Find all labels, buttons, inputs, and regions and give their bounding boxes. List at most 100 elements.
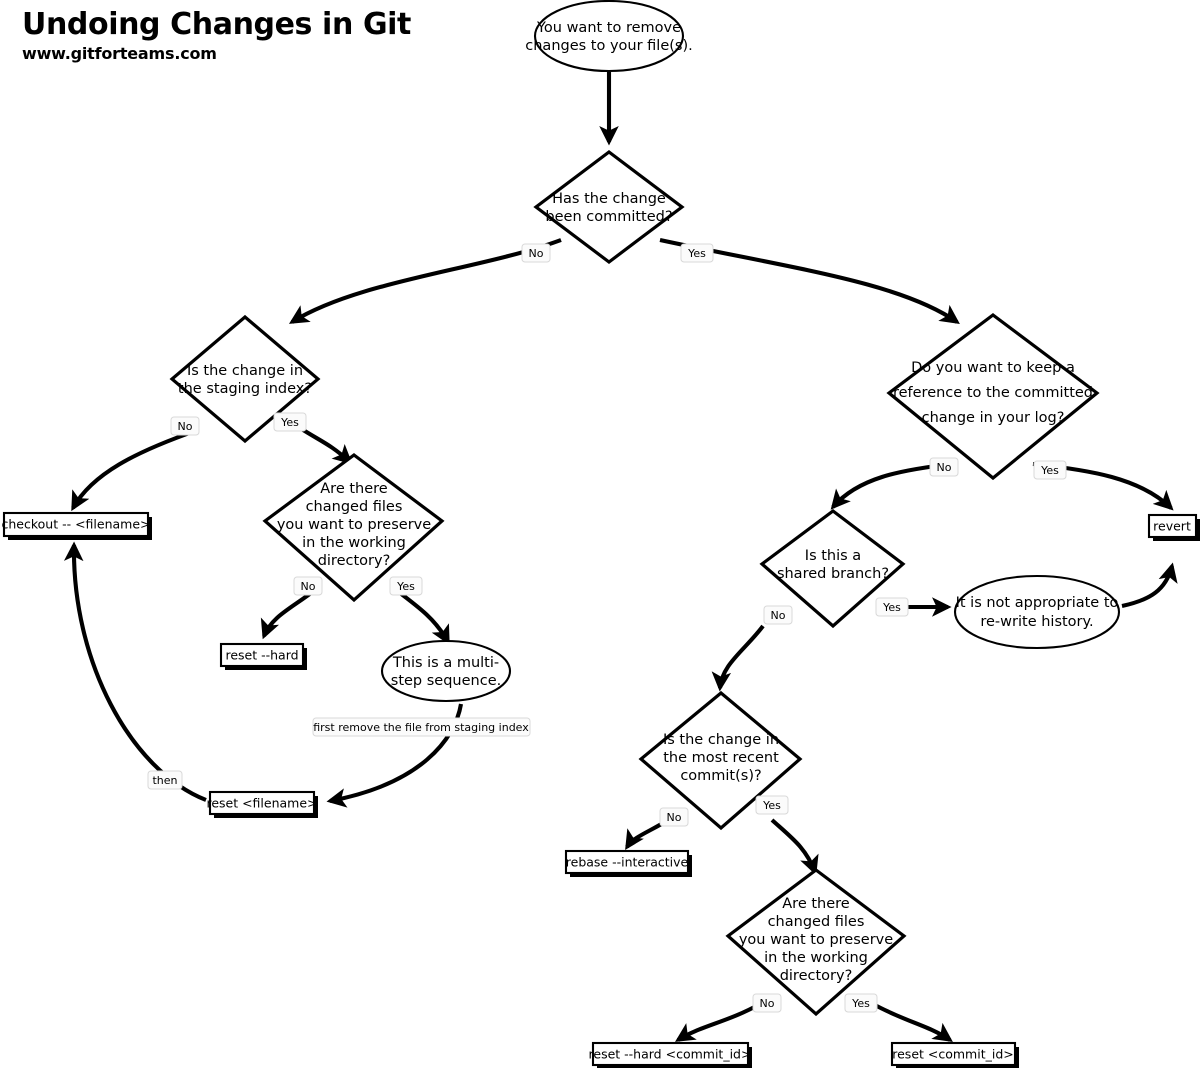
edge-multistep-to-reset-filename xyxy=(326,703,464,808)
node-preserve-right-line2: changed files xyxy=(768,914,865,930)
edge-label-preserve-left-yes: Yes xyxy=(389,576,423,596)
node-preserve-working-dir-left[interactable]: Are there changed files you want to pres… xyxy=(262,453,445,603)
edge-label-preserve-right-no: No xyxy=(752,993,782,1013)
node-multi-step-sequence[interactable]: This is a multi- step sequence. xyxy=(380,639,512,703)
node-is-shared-branch[interactable]: Is this a shared branch? xyxy=(759,508,906,629)
node-checkout-text: checkout -- <filename> xyxy=(1,517,150,532)
node-preserve-right-line3: you want to preserve xyxy=(739,932,893,948)
node-recent-line1: Is the change in xyxy=(663,732,779,748)
page-subtitle-url: www.gitforteams.com xyxy=(22,43,217,63)
node-recent-line2: the most recent xyxy=(663,750,779,766)
node-cmd-rebase-interactive[interactable]: rebase --interactive xyxy=(564,849,692,877)
edge-label-shared-yes-text: Yes xyxy=(882,601,901,614)
edge-label-keepref-no-text: No xyxy=(937,461,952,474)
edge-label-preserve-left-yes-text: Yes xyxy=(396,580,415,593)
edge-label-staging-yes: Yes xyxy=(273,412,307,432)
edge-label-first-remove-from-staging: first remove the file from staging index xyxy=(312,717,531,737)
node-preserve-working-dir-right[interactable]: Are there changed files you want to pres… xyxy=(725,868,907,1017)
edge-label-shared-no-text: No xyxy=(771,609,786,622)
page-title: Undoing Changes in Git xyxy=(22,7,411,42)
node-preserve-left-line5: directory? xyxy=(318,553,391,569)
edge-label-shared-no: No xyxy=(763,605,793,625)
edge-label-then: then xyxy=(147,770,183,790)
node-keepref-line3: change in your log? xyxy=(922,410,1065,426)
node-multistep-line1: This is a multi- xyxy=(392,655,499,671)
node-revert-text: revert xyxy=(1153,519,1191,534)
node-staging-line2: the staging index? xyxy=(178,381,312,397)
node-start[interactable]: You want to remove changes to your file(… xyxy=(525,0,693,73)
node-committed-line2: been committed? xyxy=(545,209,672,225)
node-rewrite-line1: It is not appropriate to xyxy=(956,595,1119,611)
edge-preserve-right-no xyxy=(675,1002,762,1042)
edge-label-preserve-right-yes: Yes xyxy=(844,993,878,1013)
edge-label-committed-no-text: No xyxy=(529,247,544,260)
edge-label-recent-no: No xyxy=(659,807,689,827)
edge-label-keepref-yes: Yes xyxy=(1033,460,1067,480)
node-has-change-been-committed[interactable]: Has the change been committed? xyxy=(533,149,685,265)
node-reset-hard-commit-text: reset --hard <commit_id> xyxy=(589,1047,752,1062)
edge-shared-no xyxy=(711,624,765,692)
edge-staging-no xyxy=(71,428,199,512)
edge-label-recent-yes: Yes xyxy=(755,795,789,815)
node-cmd-reset-filename[interactable]: reset <filename> xyxy=(206,790,318,818)
edge-label-committed-yes: Yes xyxy=(680,243,714,263)
node-cmd-revert[interactable]: revert xyxy=(1147,513,1200,541)
node-staging-line1: Is the change in xyxy=(187,363,303,379)
node-keepref-line1: Do you want to keep a xyxy=(911,360,1075,376)
node-start-line2: changes to your file(s). xyxy=(525,38,692,54)
edge-preserve-left-yes xyxy=(394,588,450,646)
edge-label-staging-yes-text: Yes xyxy=(280,416,299,429)
node-is-change-in-staging-index[interactable]: Is the change in the staging index? xyxy=(169,314,321,444)
node-reset-commit-text: reset <commit_id> xyxy=(892,1047,1013,1062)
node-preserve-right-line4: in the working xyxy=(764,950,868,966)
node-preserve-right-line5: directory? xyxy=(780,968,853,984)
node-multistep-line2: step sequence. xyxy=(391,673,501,689)
edge-label-recent-no-text: No xyxy=(667,811,682,824)
node-preserve-left-line2: changed files xyxy=(306,499,403,515)
edge-label-staging-no: No xyxy=(170,416,200,436)
edge-staging-yes xyxy=(298,426,353,465)
node-change-in-most-recent-commits[interactable]: Is the change in the most recent commit(… xyxy=(638,690,803,831)
node-rewrite-line2: re-write history. xyxy=(980,614,1093,630)
node-start-line1: You want to remove xyxy=(536,20,681,36)
node-preserve-left-line1: Are there xyxy=(320,481,388,497)
edge-preserve-right-yes xyxy=(872,1002,953,1043)
edge-label-staging-no-text: No xyxy=(178,420,193,433)
node-committed-line1: Has the change xyxy=(552,191,666,207)
node-preserve-right-line1: Are there xyxy=(782,896,850,912)
node-cmd-reset-commit-id[interactable]: reset <commit_id> xyxy=(890,1041,1019,1068)
edge-recent-yes xyxy=(770,818,819,876)
edge-label-keepref-no: No xyxy=(929,457,959,477)
edge-preserve-left-no xyxy=(260,588,317,640)
edge-label-preserve-left-no: No xyxy=(293,576,323,596)
edge-label-committed-yes-text: Yes xyxy=(687,247,706,260)
edge-label-then-text: then xyxy=(152,774,177,787)
edge-label-shared-yes: Yes xyxy=(875,597,909,617)
node-reset-hard-text: reset --hard xyxy=(225,648,298,663)
node-preserve-left-line4: in the working xyxy=(302,535,406,551)
node-shared-line2: shared branch? xyxy=(777,566,889,582)
node-preserve-left-line3: you want to preserve xyxy=(277,517,431,533)
edge-label-keepref-yes-text: Yes xyxy=(1040,464,1059,477)
edge-label-preserve-right-no-text: No xyxy=(760,997,775,1010)
edge-label-preserve-left-no-text: No xyxy=(301,580,316,593)
edge-rewrite-to-revert xyxy=(1121,562,1178,609)
node-reset-filename-text: reset <filename> xyxy=(206,796,317,811)
edge-label-first-remove-text: first remove the file from staging index xyxy=(313,721,529,734)
edge-label-preserve-right-yes-text: Yes xyxy=(851,997,870,1010)
edge-committed-no xyxy=(288,238,562,324)
edge-label-committed-no: No xyxy=(521,243,551,263)
node-rebase-text: rebase --interactive xyxy=(566,855,689,870)
node-keepref-line2: reference to the committed xyxy=(893,385,1093,401)
node-cmd-reset-hard[interactable]: reset --hard xyxy=(219,642,307,670)
node-not-appropriate-rewrite-history[interactable]: It is not appropriate to re-write histor… xyxy=(953,574,1121,650)
page-title-block: Undoing Changes in Git www.gitforteams.c… xyxy=(22,7,411,63)
node-keep-reference-in-log[interactable]: Do you want to keep a reference to the c… xyxy=(886,313,1100,481)
edge-reset-filename-to-checkout xyxy=(63,541,207,802)
node-recent-line3: commit(s)? xyxy=(680,768,761,784)
edge-label-recent-yes-text: Yes xyxy=(762,799,781,812)
node-cmd-checkout-filename[interactable]: checkout -- <filename> xyxy=(1,511,152,540)
node-cmd-reset-hard-commit-id[interactable]: reset --hard <commit_id> xyxy=(589,1041,752,1068)
